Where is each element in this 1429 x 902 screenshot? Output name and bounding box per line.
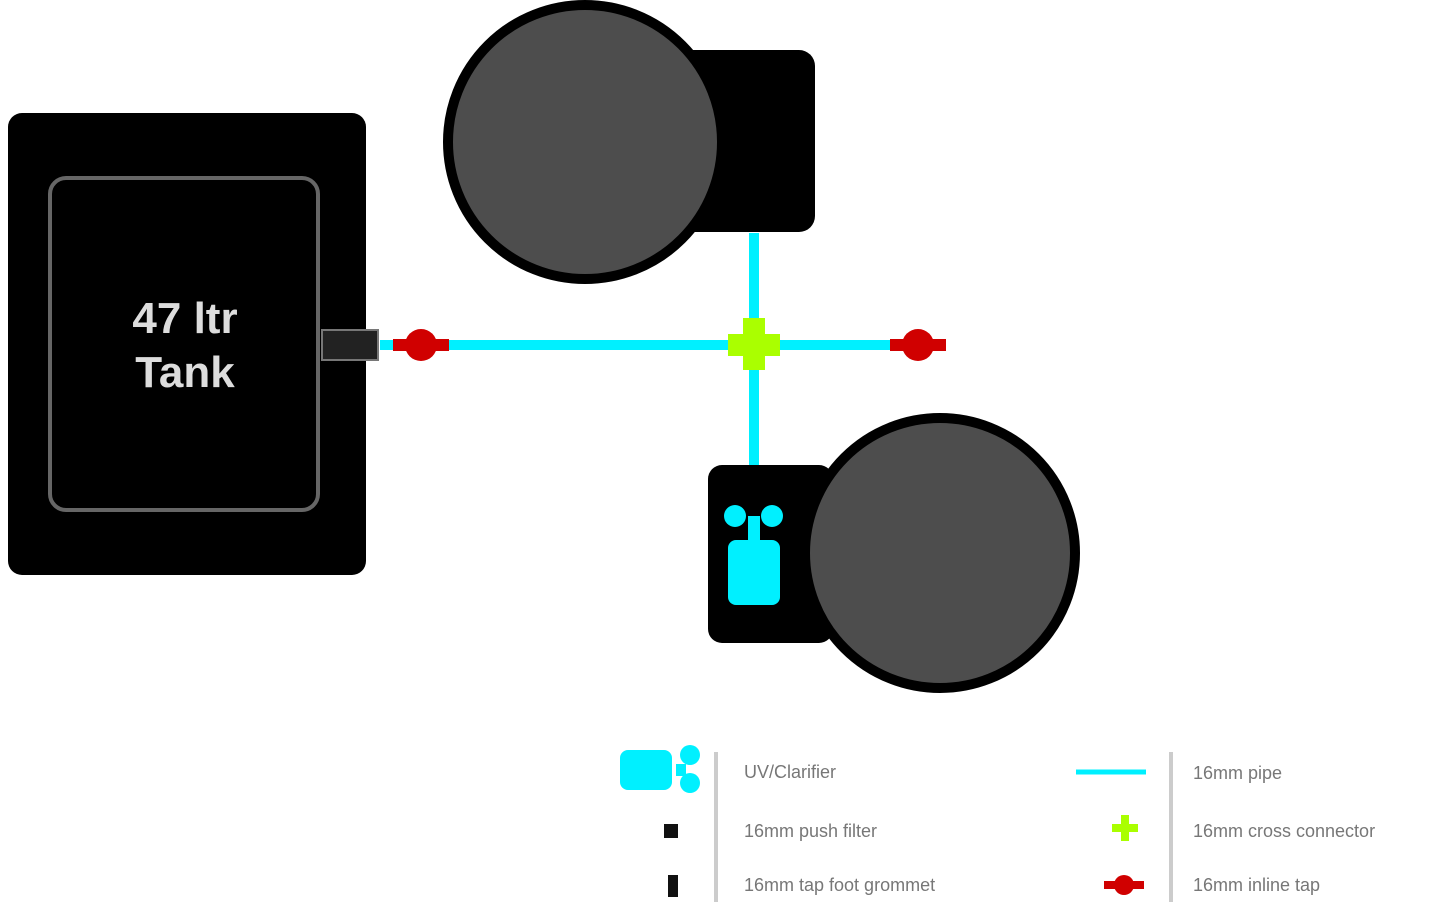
uv-clarifier [724, 505, 783, 605]
legend-label-grommet: 16mm tap foot grommet [744, 875, 936, 895]
cross-connector [728, 318, 780, 370]
tank-label-name: Tank [135, 348, 235, 397]
grommet [321, 329, 379, 361]
tank-inner-outline [48, 176, 320, 512]
bottom-filter-body [800, 413, 1080, 693]
legend-label-push-fit: 16mm push filter [744, 821, 878, 841]
legend-label-inline-tap: 16mm inline tap [1193, 875, 1321, 895]
inline-tap-right [890, 329, 946, 361]
top-filter-body [443, 0, 727, 284]
tank [8, 113, 366, 575]
inline-tap-icon [1104, 875, 1144, 895]
legend-label-uv-clarifier: UV/Clarifier [744, 762, 837, 782]
inline-tap-left [393, 329, 449, 361]
uv-clarifier-icon [620, 745, 700, 793]
push-fit-icon [664, 824, 678, 838]
legend-label-cross-connector: 16mm cross connector [1193, 821, 1376, 841]
grommet-icon [668, 875, 678, 897]
cross-connector-icon [1112, 815, 1138, 841]
legend-label-pipe: 16mm pipe [1193, 763, 1283, 783]
tank-label-size: 47 ltr [132, 294, 238, 343]
tank-label: 47 ltr Tank [100, 292, 270, 400]
